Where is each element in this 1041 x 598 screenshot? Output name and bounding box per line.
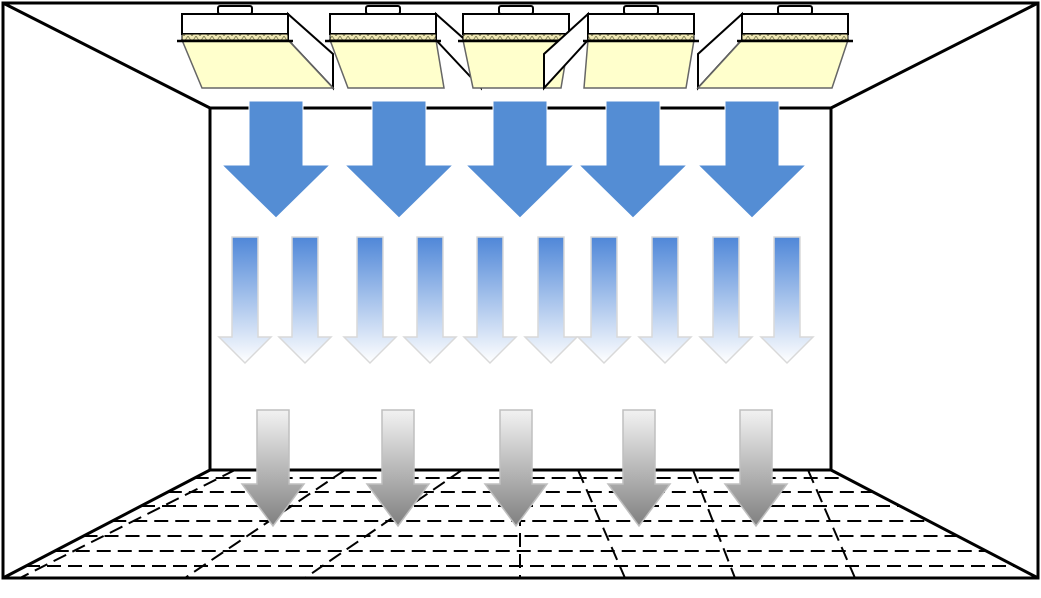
exhaust-air-arrow	[723, 409, 789, 528]
laminar-airflow-arrow	[698, 236, 754, 365]
filter-motor-cap	[777, 5, 813, 15]
supply-air-arrow	[464, 100, 576, 219]
supply-air-arrow	[343, 100, 455, 219]
filter-media	[329, 33, 437, 41]
floor-edge-left	[2, 468, 211, 580]
laminar-airflow-arrow	[759, 236, 815, 365]
airflow-arrows	[217, 236, 815, 365]
filter-media	[181, 33, 289, 41]
filter-media	[462, 33, 570, 41]
laminar-airflow-arrow	[277, 236, 333, 365]
laminar-airflow-arrow	[576, 236, 632, 365]
laminar-airflow-arrow	[342, 236, 398, 365]
filter-media	[587, 33, 695, 41]
exhaust-air-arrow	[240, 409, 306, 528]
floor-grid-column	[19, 470, 236, 578]
exhaust-air-arrow	[483, 409, 549, 528]
ceiling-edge-left	[2, 1, 211, 110]
filter-motor-cap	[623, 5, 659, 15]
filter-diffuser-face	[328, 39, 445, 89]
filter-housing	[462, 13, 570, 35]
floor-grid-column	[692, 470, 736, 578]
filter-units	[177, 5, 853, 91]
filter-motor-cap	[498, 5, 534, 15]
floor-grid-column	[807, 470, 856, 578]
filter-housing	[741, 13, 849, 35]
laminar-airflow-arrow	[217, 236, 273, 365]
laminar-airflow-arrow	[637, 236, 693, 365]
supply-arrows	[220, 100, 808, 219]
supply-air-arrow	[220, 100, 332, 219]
outer-frame	[1, 1, 1040, 580]
floor-edge-right	[830, 468, 1039, 580]
exhaust-arrows	[240, 409, 789, 528]
supply-air-arrow	[696, 100, 808, 219]
filter-motor-cap	[217, 5, 253, 15]
hepa-filter-unit	[177, 5, 335, 91]
filter-motor-cap	[365, 5, 401, 15]
filter-housing	[587, 13, 695, 35]
supply-air-arrow	[577, 100, 689, 219]
hepa-filter-unit	[696, 5, 853, 91]
laminar-airflow-arrow	[462, 236, 518, 365]
laminar-airflow-arrow	[402, 236, 458, 365]
exhaust-air-arrow	[365, 409, 431, 528]
laminar-airflow-arrow	[523, 236, 579, 365]
exhaust-air-arrow	[606, 409, 672, 528]
filter-diffuser-face	[583, 39, 695, 89]
floor-grid-column	[304, 470, 463, 578]
filter-housing	[181, 13, 289, 35]
hepa-filter-unit	[325, 5, 482, 91]
ceiling-edge-right	[830, 1, 1039, 110]
floor-grid-column	[184, 470, 346, 578]
filter-housing	[329, 13, 437, 35]
filter-media	[741, 33, 849, 41]
hepa-filter-unit	[543, 5, 699, 91]
hepa-filter-unit	[458, 5, 574, 89]
